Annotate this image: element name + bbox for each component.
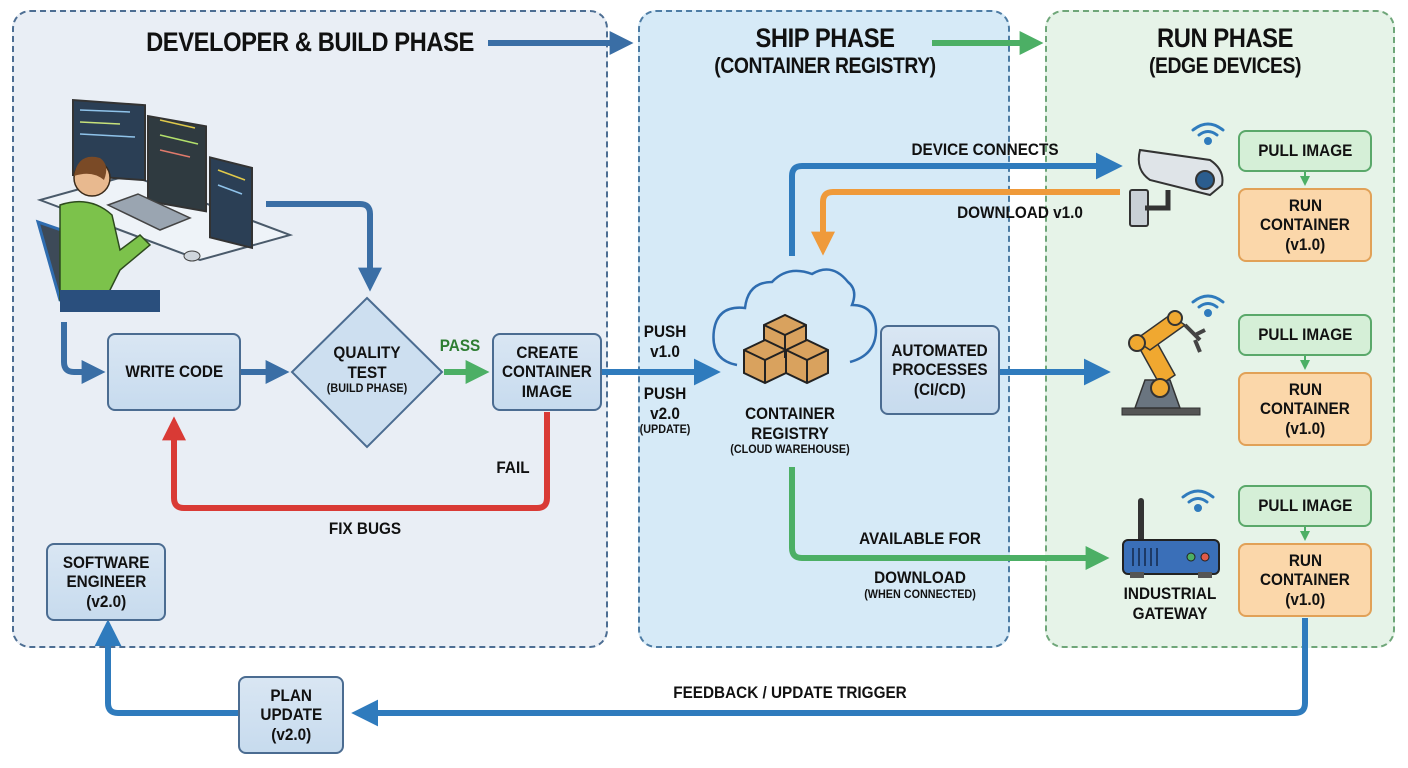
software-engineer-box[interactable]: SOFTWARE ENGINEER (v2.0) <box>46 543 166 621</box>
industrial-gateway-icon <box>1122 498 1220 578</box>
automated-processes-box[interactable]: AUTOMATED PROCESSES (CI/CD) <box>880 325 1000 415</box>
ship-phase-subtitle: (CONTAINER REGISTRY) <box>714 52 936 78</box>
push-v2-line1: PUSH <box>643 384 687 403</box>
robot-arm-icon <box>1121 310 1206 416</box>
dev-phase-title: DEVELOPER & BUILD PHASE <box>146 27 474 57</box>
ship-phase-title: SHIP PHASE (CONTAINER REGISTRY) <box>680 23 970 78</box>
run-line3: (v1.0) <box>1285 234 1325 254</box>
plan-update-line2: UPDATE <box>260 705 322 725</box>
push-v1-label: PUSH v1.0 <box>634 322 697 361</box>
registry-line3: (CLOUD WAREHOUSE) <box>730 442 850 457</box>
arrow-available-download <box>789 467 1110 570</box>
pull-image-label: PULL IMAGE <box>1257 141 1353 161</box>
registry-line1: CONTAINER <box>745 404 835 423</box>
create-container-image-box[interactable]: CREATE CONTAINER IMAGE <box>492 333 602 411</box>
pull-image-label: PULL IMAGE <box>1257 496 1353 516</box>
quality-test-line2: TEST <box>347 362 387 382</box>
gateway-line2: GATEWAY <box>1132 603 1208 623</box>
arrow-fail-fix-bugs <box>162 412 550 511</box>
run-container-box-robot[interactable]: RUN CONTAINER (v1.0) <box>1238 372 1372 446</box>
create-image-line2: CONTAINER <box>502 362 592 382</box>
security-camera-icon <box>1129 148 1224 227</box>
plan-update-line3: (v2.0) <box>271 724 311 744</box>
wifi-icon <box>1181 489 1215 512</box>
download-line1: DOWNLOAD <box>874 568 966 587</box>
push-v2-line3: (UPDATE) <box>639 422 691 437</box>
run-line2: CONTAINER <box>1260 215 1350 235</box>
pull-image-box-gateway[interactable]: PULL IMAGE <box>1238 485 1372 527</box>
software-engineer-line3: (v2.0) <box>86 591 126 611</box>
quality-test-label[interactable]: QUALITY TEST (BUILD PHASE) <box>313 343 421 396</box>
automated-line1: AUTOMATED <box>891 340 989 360</box>
device-connects-label: DEVICE CONNECTS <box>911 140 1059 159</box>
write-code-label: WRITE CODE <box>125 362 223 382</box>
push-v1-line1: PUSH <box>643 322 687 341</box>
run-line3: (v1.0) <box>1285 589 1325 609</box>
run-phase-subtitle: (EDGE DEVICES) <box>1149 52 1301 78</box>
quality-test-line1: QUALITY <box>333 343 401 362</box>
when-connected-line: (WHEN CONNECTED) <box>864 586 976 601</box>
quality-test-line3: (BUILD PHASE) <box>326 381 408 396</box>
run-line1: RUN <box>1288 195 1322 215</box>
run-line2: CONTAINER <box>1260 399 1350 419</box>
arrow-download-v1 <box>811 189 1120 256</box>
fail-label: FAIL <box>496 458 530 477</box>
developer-workstation-illustration <box>35 99 294 312</box>
create-image-line3: IMAGE <box>521 381 573 401</box>
gateway-line1: INDUSTRIAL <box>1123 584 1217 603</box>
software-engineer-line1: SOFTWARE <box>62 552 150 572</box>
wifi-icon <box>1191 294 1225 317</box>
quality-test-diamond <box>290 296 444 449</box>
ship-phase-title-text: SHIP PHASE <box>755 23 895 53</box>
create-image-line1: CREATE <box>516 342 578 362</box>
feedback-update-trigger-label: FEEDBACK / UPDATE TRIGGER <box>673 683 907 702</box>
industrial-gateway-label: INDUSTRIAL GATEWAY <box>1116 584 1224 623</box>
software-engineer-line2: ENGINEER <box>66 572 146 592</box>
arrow-device-connects <box>789 152 1123 256</box>
write-code-box[interactable]: WRITE CODE <box>107 333 241 411</box>
pull-image-label: PULL IMAGE <box>1257 325 1353 345</box>
download-label: DOWNLOAD (WHEN CONNECTED) <box>848 568 992 601</box>
push-v2-label: PUSH v2.0 (UPDATE) <box>634 384 697 437</box>
arrow-feedback-update-trigger <box>351 618 1308 727</box>
run-line3: (v1.0) <box>1285 418 1325 438</box>
arrow-dev-to-quality-test <box>266 201 382 292</box>
run-line1: RUN <box>1288 550 1322 570</box>
pull-image-box-camera[interactable]: PULL IMAGE <box>1238 130 1372 172</box>
run-phase-title-text: RUN PHASE <box>1157 23 1293 53</box>
push-v2-line2: v2.0 <box>650 403 680 423</box>
plan-update-line1: PLAN <box>270 685 312 705</box>
available-for-label: AVAILABLE FOR <box>859 529 981 548</box>
run-line1: RUN <box>1288 379 1322 399</box>
run-container-box-gateway[interactable]: RUN CONTAINER (v1.0) <box>1238 543 1372 617</box>
cloud-registry-icon <box>712 268 878 385</box>
arrow-dev-to-write-code <box>61 322 106 384</box>
run-container-box-camera[interactable]: RUN CONTAINER (v1.0) <box>1238 188 1372 262</box>
container-registry-label[interactable]: CONTAINER REGISTRY (CLOUD WAREHOUSE) <box>718 404 862 457</box>
arrow-plan-to-engineer <box>94 619 238 716</box>
pass-label: PASS <box>439 336 481 355</box>
registry-line2: REGISTRY <box>751 423 829 443</box>
push-v1-line2: v1.0 <box>650 341 680 361</box>
automated-line2: PROCESSES <box>892 360 988 380</box>
pull-image-box-robot[interactable]: PULL IMAGE <box>1238 314 1372 356</box>
fix-bugs-label: FIX BUGS <box>328 519 402 538</box>
run-phase-title: RUN PHASE (EDGE DEVICES) <box>1093 23 1357 78</box>
wifi-icon <box>1191 122 1225 145</box>
download-v1-label: DOWNLOAD v1.0 <box>957 203 1083 222</box>
run-line2: CONTAINER <box>1260 570 1350 590</box>
plan-update-box[interactable]: PLAN UPDATE (v2.0) <box>238 676 344 754</box>
automated-line3: (CI/CD) <box>914 379 966 399</box>
